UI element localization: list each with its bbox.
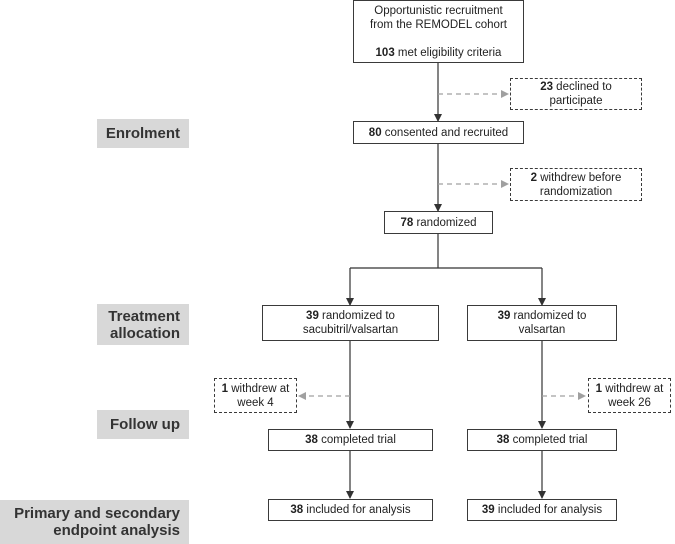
withdrew-before-box: 2 withdrew before randomization — [510, 168, 642, 201]
completed-left-count: 38 — [305, 434, 318, 446]
withdrew-right-text1: withdrew at — [602, 382, 664, 395]
randomized-text: randomized — [413, 216, 477, 229]
completed-left-text: completed trial — [317, 434, 396, 446]
withdrew-right-box: 1 withdrew at week 26 — [588, 378, 671, 413]
recruitment-line2: from the REMODEL cohort — [370, 18, 507, 31]
analysis-right-box: 39 included for analysis — [467, 499, 617, 521]
withdrew-left-text2: week 4 — [237, 396, 274, 409]
stage-endpoint-analysis: Primary and secondary endpoint analysis — [0, 500, 189, 544]
completed-right-count: 38 — [496, 434, 510, 446]
withdrew-right-text2: week 26 — [608, 396, 651, 409]
left-arm-count: 39 — [306, 310, 319, 322]
stage-analysis-line2: endpoint analysis — [53, 522, 180, 539]
withdrew-left-box: 1 withdrew at week 4 — [214, 378, 297, 413]
randomized-box: 78 randomized — [384, 211, 493, 234]
stage-followup-label: Follow up — [110, 416, 180, 433]
stage-follow-up: Follow up — [97, 410, 189, 439]
declined-text1: declined to — [552, 81, 612, 93]
analysis-right-text: included for analysis — [494, 504, 603, 516]
stage-enrolment-label: Enrolment — [105, 125, 180, 142]
stage-endpoint-analysis-label: Primary and secondary endpoint analysis — [14, 505, 180, 539]
recruitment-line1: Opportunistic recruitment — [374, 4, 503, 17]
withdrew-before-text1: withdrew before — [537, 171, 622, 184]
analysis-left-box: 38 included for analysis — [268, 499, 433, 521]
withdrew-before-text2: randomization — [539, 185, 613, 198]
left-arm-text1: randomized to — [318, 310, 395, 322]
right-arm-text2: valsartan — [518, 324, 566, 336]
left-arm-text2: sacubitril/valsartan — [302, 324, 399, 336]
stage-treatment-allocation: Treatment allocation — [97, 304, 189, 345]
withdrew-right-count: 1 — [595, 382, 603, 395]
recruitment-text: met eligibility criteria — [394, 46, 502, 59]
completed-right-box: 38 completed trial — [467, 429, 617, 451]
stage-treatment-line1: Treatment — [108, 307, 180, 325]
recruitment-count: 103 — [375, 46, 395, 59]
analysis-left-count: 38 — [290, 504, 304, 516]
withdrew-left-count: 1 — [221, 382, 229, 395]
stage-treatment-allocation-label: Treatment allocation — [108, 308, 180, 342]
withdrew-before-count: 2 — [530, 171, 538, 184]
analysis-right-count: 39 — [481, 504, 495, 516]
stage-enrolment: Enrolment — [97, 119, 189, 148]
consented-box: 80 consented and recruited — [353, 121, 524, 144]
consented-count: 80 — [368, 126, 382, 139]
left-arm-box: 39 randomized to sacubitril/valsartan — [262, 305, 439, 341]
stage-analysis-line1: Primary and secondary — [14, 505, 180, 522]
consented-text: consented and recruited — [381, 126, 509, 139]
stage-treatment-line2: allocation — [109, 324, 180, 342]
randomized-count: 78 — [400, 216, 414, 229]
declined-box: 23 declined to participate — [510, 78, 642, 110]
withdrew-left-text1: withdrew at — [228, 382, 290, 395]
completed-right-text: completed trial — [509, 434, 588, 446]
right-arm-count: 39 — [497, 310, 511, 322]
right-arm-text1: randomized to — [510, 310, 587, 322]
completed-left-box: 38 completed trial — [268, 429, 433, 451]
recruitment-box: Opportunistic recruitment from the REMOD… — [353, 0, 524, 63]
declined-count: 23 — [540, 81, 553, 93]
right-arm-box: 39 randomized to valsartan — [467, 305, 617, 341]
analysis-left-text: included for analysis — [303, 504, 411, 516]
declined-text2: participate — [549, 95, 603, 107]
